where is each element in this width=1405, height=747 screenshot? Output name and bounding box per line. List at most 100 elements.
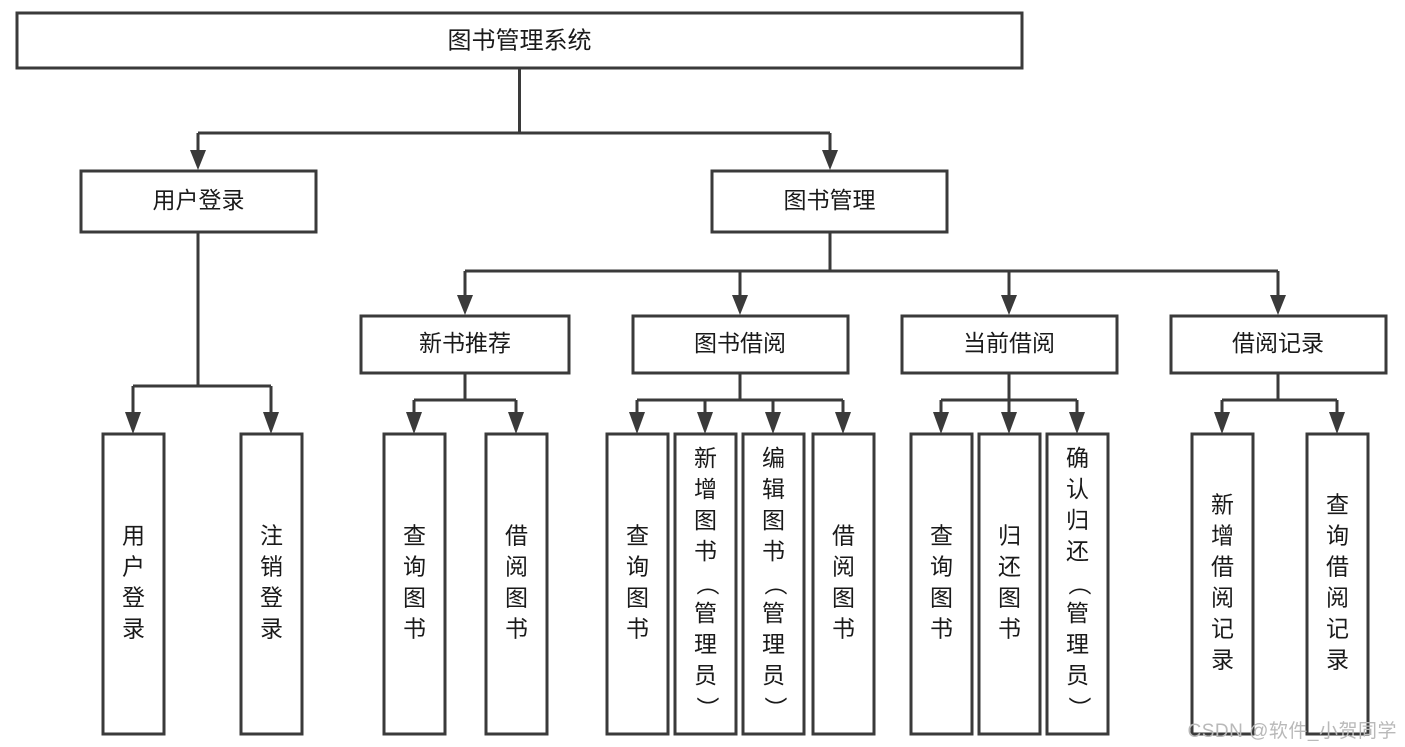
leaf-label-char: 注 [260,523,283,549]
leaf-box-borrow-record-0 [1190,432,1255,736]
leaf-vtext-user-login-0: 用户登录 [122,523,145,642]
leaf-label-char: 书 [694,538,717,564]
connector-group-borrow-record-leaves [1214,373,1345,434]
leaf-label-char: 理 [762,631,785,657]
connector-group-new-book-leaves [406,373,524,434]
leaf-label-char: 记 [1326,616,1349,642]
arrow-head-leaf-new-book-1 [508,412,524,434]
arrow-head-book-manage [822,150,838,170]
arrow-head-current-borrow [1001,295,1017,315]
leaf-label-char: 查 [930,523,953,549]
node-book-manage[interactable]: 图书管理 [710,169,949,234]
leaf-label-char: 增 [1211,523,1234,549]
arrow-head-new-book [457,295,473,315]
leaf-label-char: 辑 [762,476,785,502]
leaf-label-char: 录 [122,616,145,642]
arrow-head-book-borrow [732,295,748,315]
leaf-label-char: 询 [930,554,953,580]
leaf-label-char: 还 [1066,538,1089,564]
leaf-label-char: 员 [762,662,785,688]
leaf-label-char: 图 [930,585,953,611]
node-root[interactable]: 图书管理系统 [15,11,1024,70]
leaf-label-char: 户 [122,554,145,580]
leaf-box-book-borrow-3 [811,432,876,736]
leaf-label-char: 阅 [505,554,528,580]
leaf-node[interactable]: 用户登录 [101,432,166,736]
node-user-login-label: 用户登录 [153,187,245,213]
node-current-borrow-box [900,314,1119,375]
connector-group-book-manage [457,232,1286,315]
node-book-borrow[interactable]: 图书借阅 [631,314,850,375]
leaf-label-char: 管 [694,600,717,626]
arrow-head-leaf-user-login-1 [263,412,279,434]
leaf-box-user-login-1 [239,432,304,736]
node-root-label: 图书管理系统 [448,27,592,54]
leaf-label-char: ） [694,697,720,720]
leaf-label-char: 询 [1326,523,1349,549]
node-borrow-record-label: 借阅记录 [1232,330,1324,356]
node-borrow-record[interactable]: 借阅记录 [1169,314,1388,375]
arrow-head-borrow-record [1270,295,1286,315]
leaf-label-char: ） [762,697,788,720]
leaf-label-char: 图 [832,585,855,611]
leaf-label-char: 新 [1211,492,1234,518]
arrow-head-leaf-new-book-0 [406,412,422,434]
leaf-label-char: 询 [403,554,426,580]
leaf-label-char: （ [694,573,720,596]
node-user-login[interactable]: 用户登录 [79,169,318,234]
watermark-text: CSDN @软件_小贺同学 [1187,721,1397,742]
leaf-label-char: 理 [694,631,717,657]
node-current-borrow[interactable]: 当前借阅 [900,314,1119,375]
leaf-box-current-borrow-0 [909,432,974,736]
leaf-box-borrow-record-1 [1305,432,1370,736]
arrow-head-leaf-current-borrow-1 [1001,412,1017,434]
leaf-box-new-book-1 [484,432,549,736]
leaf-label-char: 借 [1326,554,1349,580]
leaf-label-char: 录 [260,616,283,642]
node-new-book-recommend[interactable]: 新书推荐 [359,314,571,375]
leaf-label-char: 书 [762,538,785,564]
arrow-head-leaf-borrow-record-0 [1214,412,1230,434]
leaf-box-book-borrow-2 [741,432,806,736]
leaf-label-char: 录 [1211,647,1234,673]
leaf-label-char: 图 [403,585,426,611]
leaf-label-char: ） [1066,697,1092,720]
leaf-label-char: 查 [1326,492,1349,518]
connector-group-root [190,68,838,170]
connector-group-book-borrow-leaves [629,373,851,434]
leaf-label-char: 员 [694,662,717,688]
leaf-box-new-book-0 [382,432,447,736]
leaf-label-char: 阅 [1326,585,1349,611]
leaf-label-char: 编 [762,445,785,471]
leaf-label-char: 新 [694,445,717,471]
leaf-label-char: 归 [1066,507,1089,533]
node-borrow-record-box [1169,314,1388,375]
leaf-box-book-borrow-0 [605,432,670,736]
leaf-box-book-borrow-1 [673,432,738,736]
leaf-label-char: 认 [1066,476,1089,502]
leaf-label-char: 确 [1066,445,1089,471]
